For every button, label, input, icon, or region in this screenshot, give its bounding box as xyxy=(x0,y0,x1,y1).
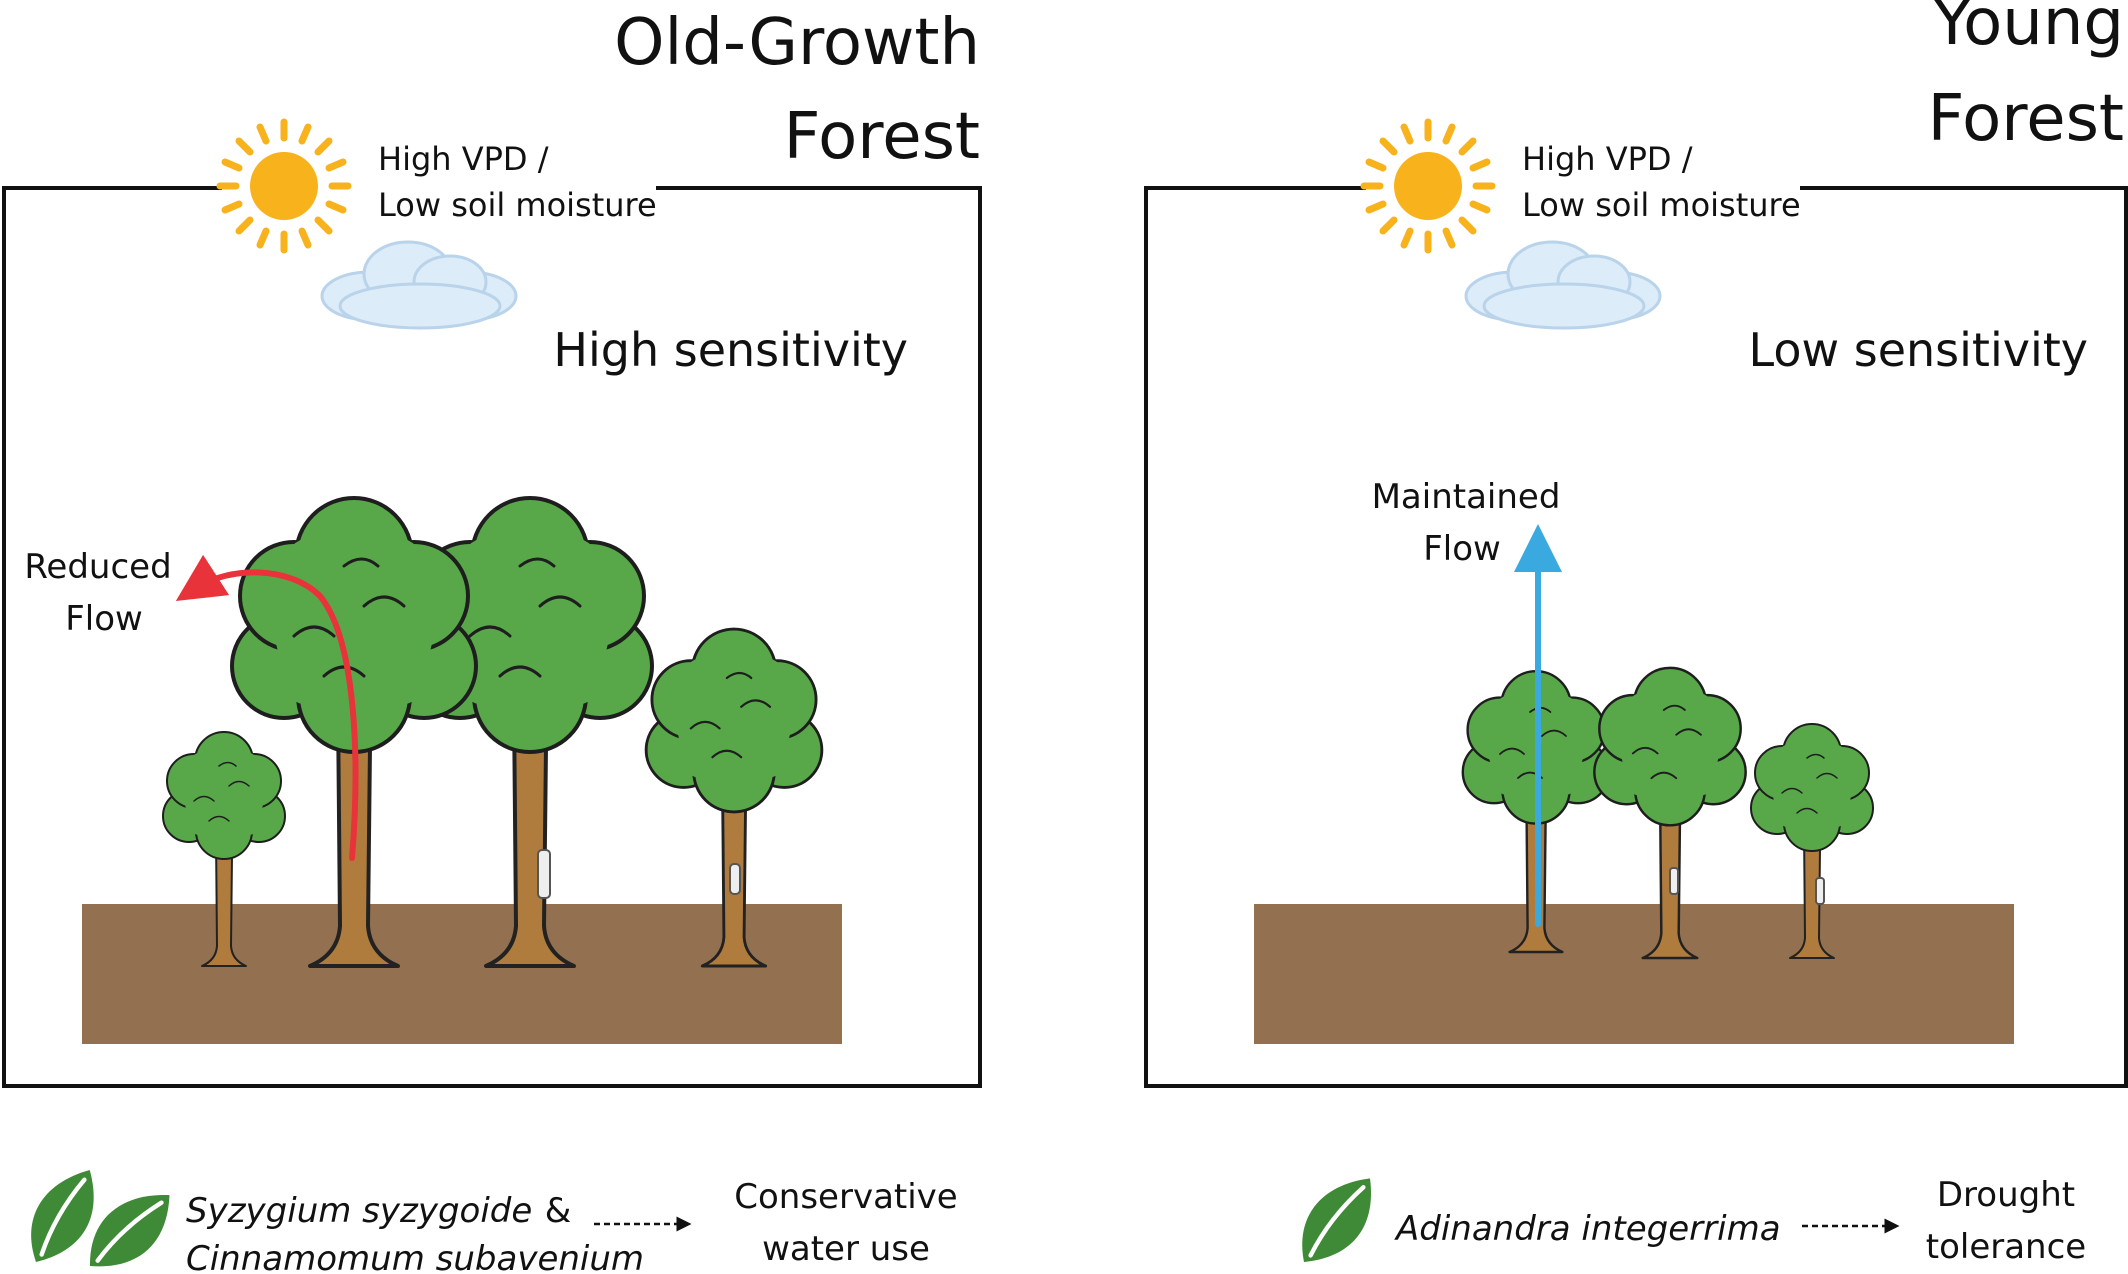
flow-label-line2: Flow xyxy=(65,599,143,639)
panel-title-line2: Forest xyxy=(784,100,980,174)
soil xyxy=(82,904,842,1044)
panel-title-line1: Old-Growth xyxy=(614,6,980,80)
young-panel: Young Forest High VPD / Low soil moistur… xyxy=(1144,0,2128,1088)
strategy-label-line2: tolerance xyxy=(1926,1227,2086,1267)
panel-frame xyxy=(2,186,982,1088)
condition-label-line1: High VPD / xyxy=(1522,140,1693,178)
leaf-icon xyxy=(23,1170,103,1262)
species-label-line1: Adinandra integerrima xyxy=(1394,1209,1781,1249)
sap-flow-sensor xyxy=(537,849,551,899)
sun-icon xyxy=(220,122,348,250)
flow-label-line1: Reduced xyxy=(24,547,171,587)
soil xyxy=(1254,904,2014,1044)
reduced-flow-arrow xyxy=(175,554,359,861)
condition-label-line1: High VPD / xyxy=(378,140,549,178)
leaf-icon xyxy=(88,1183,170,1274)
sun-icon xyxy=(1364,122,1492,250)
species-connector: & xyxy=(545,1191,572,1231)
strategy-label-line1: Drought xyxy=(1937,1175,2075,1215)
sap-flow-sensor xyxy=(729,863,741,895)
sensitivity-label: Low sensitivity xyxy=(1749,323,2088,377)
flow-label-line2: Flow xyxy=(1423,529,1501,569)
sensitivity-label: High sensitivity xyxy=(553,323,908,377)
panel-frame xyxy=(1144,186,2128,1088)
strategy-label-line1: Conservative xyxy=(734,1177,957,1217)
condition-label-line2: Low soil moisture xyxy=(378,186,657,224)
species-label-line2: Cinnamomum subavenium xyxy=(186,1239,644,1274)
legend-old-growth: Syzygium syzygoide & Cinnamomum subaveni… xyxy=(23,1170,958,1274)
condition-label-line2: Low soil moisture xyxy=(1522,186,1801,224)
strategy-label-line2: water use xyxy=(762,1229,930,1269)
species-label-line1: Syzygium syzygoide xyxy=(186,1191,532,1231)
cloud-icon xyxy=(1464,240,1662,330)
leaf-icon xyxy=(1302,1178,1371,1262)
old-growth-panel: Old-Growth Forest High VPD / Low soil mo… xyxy=(2,6,982,1088)
cloud-icon xyxy=(320,240,518,330)
flow-label-line1: Maintained xyxy=(1372,477,1561,517)
panel-title-line1: Young xyxy=(1932,0,2125,60)
panel-title-line2: Forest xyxy=(1928,82,2124,156)
sap-flow-sensor xyxy=(1669,867,1679,895)
sap-flow-sensor xyxy=(1815,877,1825,905)
legend-young: Adinandra integerrima Drought tolerance xyxy=(1302,1175,2086,1267)
